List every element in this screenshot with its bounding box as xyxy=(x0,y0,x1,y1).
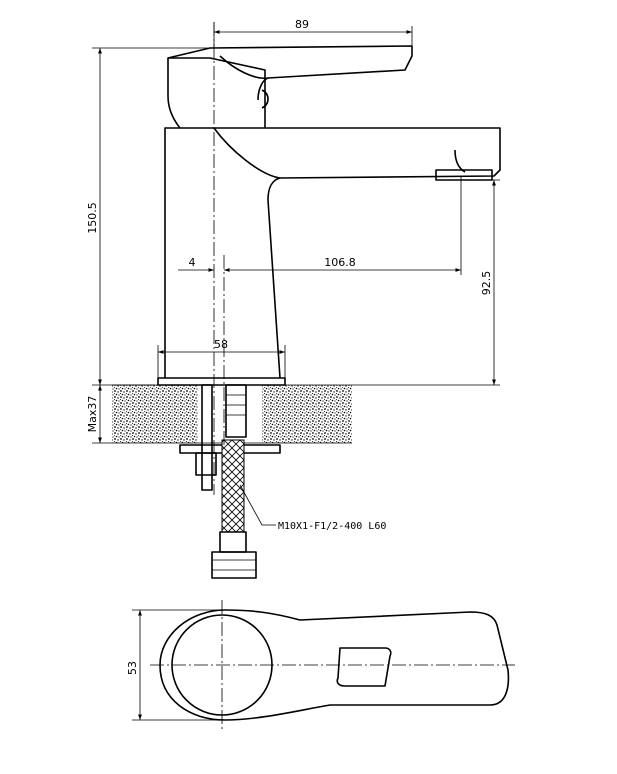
plan-handle-slot xyxy=(336,647,392,687)
dim-offset: 4 xyxy=(189,256,196,269)
dimension-lines xyxy=(92,22,500,721)
dim-total-height: 150.5 xyxy=(86,202,99,234)
faucet-body xyxy=(164,127,501,379)
center-lines xyxy=(213,22,225,495)
countertop-section xyxy=(112,384,352,444)
cartridge-cap xyxy=(167,57,266,129)
installation-parts xyxy=(179,384,281,579)
dim-top-width: 89 xyxy=(295,18,309,31)
threaded-rod xyxy=(201,384,213,491)
handle-lever xyxy=(167,45,413,101)
hose-fitting xyxy=(219,531,247,553)
faucet-base-plate xyxy=(157,377,286,386)
faucet-side-view xyxy=(157,45,501,386)
hose-spec-label: M10X1-F1/2-400 L60 xyxy=(278,521,386,532)
dim-base-width: 58 xyxy=(214,338,228,351)
hose-nut xyxy=(211,551,257,579)
dim-spout-height: 92.5 xyxy=(480,271,493,296)
faucet-plan-view xyxy=(150,600,515,730)
dim-spout-reach: 106.8 xyxy=(324,256,356,269)
dim-plan-width: 53 xyxy=(126,661,139,675)
dim-max-deck: Max37 xyxy=(86,396,99,433)
